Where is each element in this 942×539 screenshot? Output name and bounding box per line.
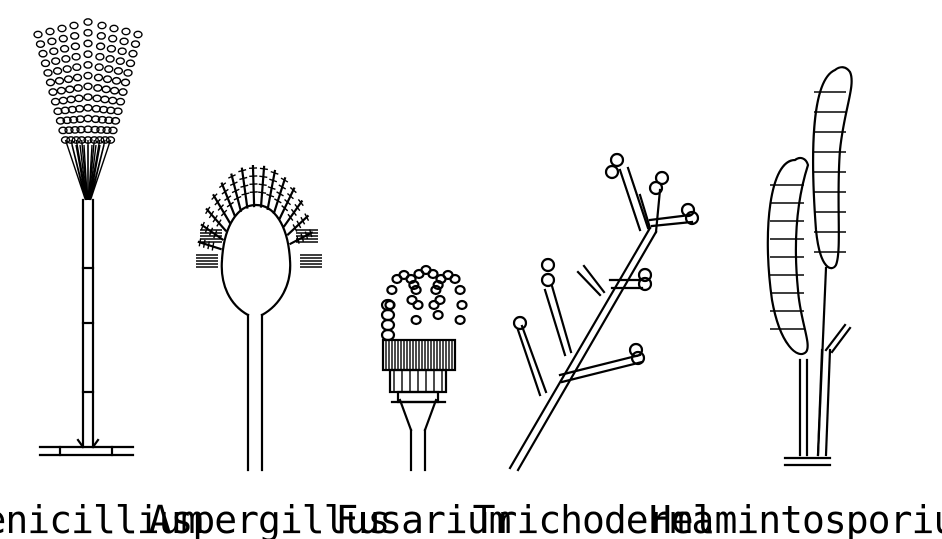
label-helmintosporium: Helmintosporium bbox=[649, 498, 942, 539]
penicillium-drawing bbox=[34, 19, 142, 455]
helmintosporium-drawing bbox=[768, 67, 852, 465]
fusarium-drawing bbox=[382, 266, 467, 470]
aspergillus-drawing bbox=[196, 166, 322, 470]
trichoderma-drawing bbox=[510, 154, 698, 470]
